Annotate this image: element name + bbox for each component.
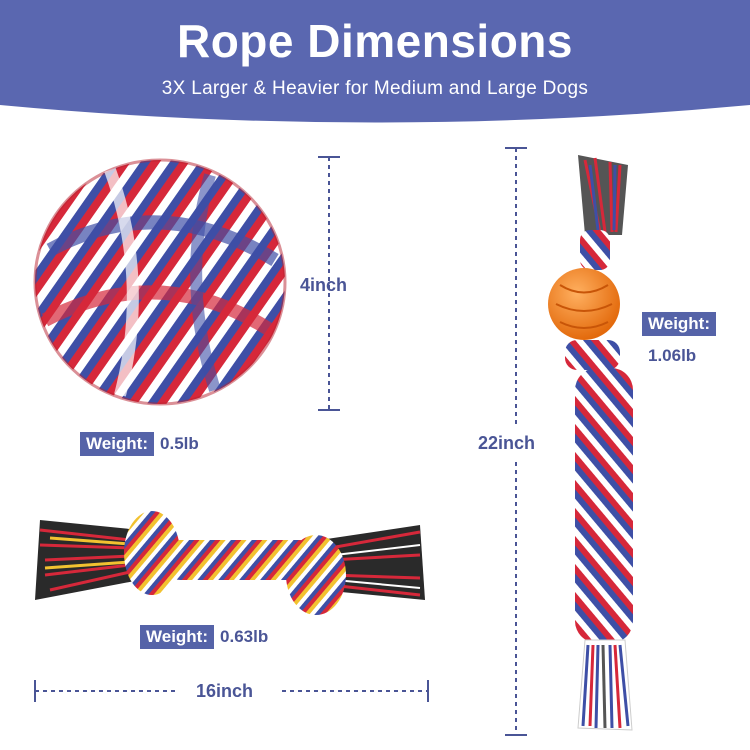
tug-weight-tag: Weight: [642, 312, 717, 336]
rope-bone [35, 511, 425, 615]
ball-weight-value: 0.5lb [160, 434, 199, 453]
orange-treat-ball [548, 268, 620, 340]
bone-width-dimension [34, 680, 429, 702]
header-banner: Rope Dimensions 3X Larger & Heavier for … [0, 0, 750, 125]
tug-weight: Weight: 1.06lb [642, 312, 717, 366]
ball-height-dimension [318, 156, 340, 411]
banner-shape [0, 0, 750, 123]
ball-weight-tag: Weight: [80, 432, 155, 456]
tug-weight-value: 1.06lb [648, 346, 697, 365]
page-title: Rope Dimensions [176, 15, 573, 67]
rope-tug-toy [548, 155, 633, 731]
bone-dimension-label: 16inch [196, 681, 254, 701]
tug-dimension-label: 22inch [478, 433, 536, 453]
page-subtitle: 3X Larger & Heavier for Medium and Large… [161, 78, 589, 99]
tug-height-dimension [505, 147, 527, 736]
rope-ball [33, 158, 287, 406]
bone-weight-value: 0.63lb [220, 627, 269, 646]
bone-weight: Weight: 0.63lb [140, 625, 268, 649]
bone-weight-tag: Weight: [140, 625, 215, 649]
ball-weight: Weight: 0.5lb [80, 432, 199, 456]
ball-dimension-label: 4inch [300, 275, 348, 295]
